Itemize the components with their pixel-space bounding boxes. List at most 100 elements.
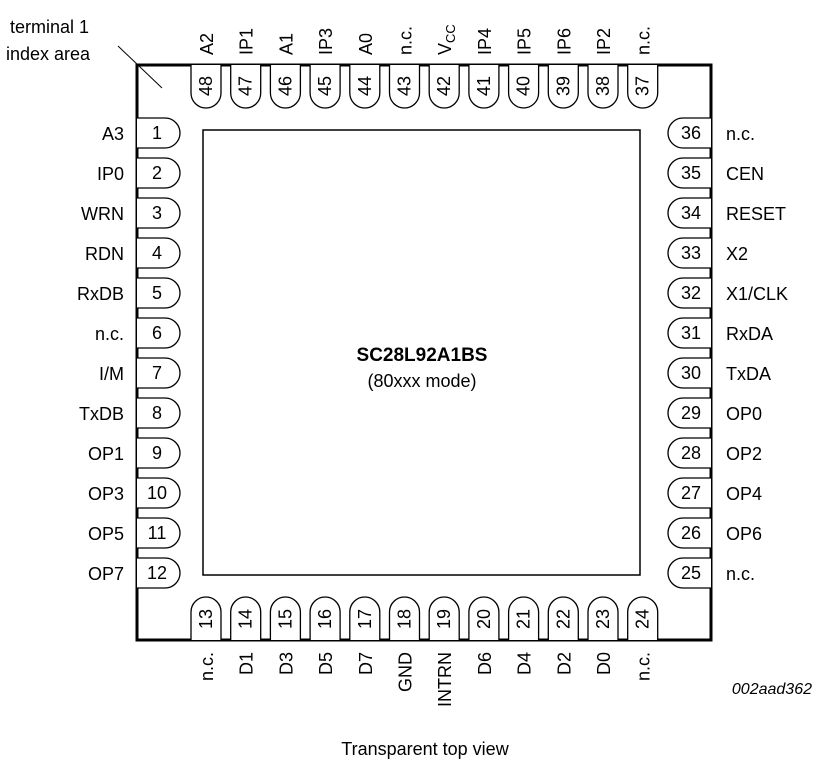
pin-12-pad [137, 557, 181, 589]
pin-46-number: 46 [275, 76, 295, 96]
pin-14-label: D1 [237, 652, 257, 675]
pin-45-pad [309, 65, 341, 109]
pin-21-number: 21 [514, 609, 534, 629]
pin-37-number: 37 [633, 76, 653, 96]
pin-1-pad [137, 117, 181, 149]
package-outline [135, 63, 713, 642]
pin-48-pad [190, 65, 222, 109]
figure-id: 002aad362 [732, 681, 812, 698]
pin-34-pad [667, 197, 711, 229]
pin-10-pad [137, 477, 181, 509]
pin-2-label: IP0 [97, 164, 124, 184]
pin-28-label: OP2 [726, 444, 762, 464]
pin-9-number: 9 [152, 443, 162, 463]
pin-34-label: RESET [726, 204, 786, 224]
pin-12-label: OP7 [88, 564, 124, 584]
pin-40-label: IP5 [515, 28, 535, 55]
pin-17-label: D7 [356, 652, 376, 675]
pin-44-pad [349, 65, 381, 109]
pin-9-label: OP1 [88, 444, 124, 464]
pin-10-label: OP3 [88, 484, 124, 504]
pin-26-pad [667, 517, 711, 549]
pin-37-pad [627, 65, 659, 109]
pin-44-label: A0 [356, 33, 376, 55]
pin-26-number: 26 [681, 523, 701, 543]
pin-41-pad [468, 65, 500, 109]
pin-16-label: D5 [316, 652, 336, 675]
pin-30-label: TxDA [726, 364, 771, 384]
pin-20-pad [468, 596, 500, 640]
pin-34-number: 34 [681, 203, 701, 223]
pin-25-label: n.c. [726, 564, 755, 584]
pin-39-pad [547, 65, 579, 109]
pin-38-pad [587, 65, 619, 109]
pin-35-label: CEN [726, 164, 764, 184]
pin-33-pad [667, 237, 711, 269]
pin-9-pad [137, 437, 181, 469]
pin-6-label: n.c. [95, 324, 124, 344]
pin-38-number: 38 [593, 76, 613, 96]
pin-27-label: OP4 [726, 484, 762, 504]
pin-45-number: 45 [315, 76, 335, 96]
pin-17-pad [349, 596, 381, 640]
pin-43-number: 43 [395, 76, 415, 96]
pin-6-number: 6 [152, 323, 162, 343]
pin-21-pad [507, 596, 540, 640]
pin-26-label: OP6 [726, 524, 762, 544]
chip-name: SC28L92A1BS [357, 345, 488, 366]
pin-39-number: 39 [553, 76, 573, 96]
pin-20-label: D6 [475, 652, 495, 675]
pin-10-number: 10 [147, 483, 167, 503]
pin-16-number: 16 [315, 609, 335, 629]
pin-32-pad [667, 277, 711, 309]
corner-note-line1: terminal 1 [10, 17, 89, 37]
pin-19-pad [428, 596, 460, 640]
pin-27-pad [667, 477, 711, 509]
pin-29-label: OP0 [726, 404, 762, 424]
caption: Transparent top view [341, 739, 509, 759]
pin-43-label: n.c. [396, 26, 416, 55]
pin-44-number: 44 [355, 76, 375, 96]
pin-30-pad [667, 357, 711, 389]
pin-24-pad [627, 596, 659, 640]
pin-42-pad [428, 65, 460, 109]
pin-43-pad [388, 65, 421, 109]
pin-47-label: IP1 [237, 28, 257, 55]
chip-mode: (80xxx mode) [367, 371, 476, 391]
pin-15-pad [269, 596, 302, 640]
die-area [202, 129, 641, 576]
pin-4-number: 4 [152, 243, 162, 263]
pin-7-pad [137, 357, 181, 389]
pin-48-number: 48 [196, 76, 216, 96]
pin-37-label: n.c. [634, 26, 654, 55]
pin-7-label: I/M [99, 364, 124, 384]
pin-47-number: 47 [236, 76, 256, 96]
pin-18-number: 18 [395, 609, 415, 629]
pin-47-pad [230, 65, 262, 109]
pin-33-number: 33 [681, 243, 701, 263]
pin-33-label: X2 [726, 244, 748, 264]
pin-25-pad [667, 557, 711, 589]
pin-31-pad [667, 317, 711, 349]
pin-20-number: 20 [474, 609, 494, 629]
pin-16-pad [309, 596, 341, 640]
pin-11-label: OP5 [88, 524, 124, 544]
pin-32-label: X1/CLK [726, 284, 788, 304]
pin-15-number: 15 [275, 609, 295, 629]
pin-24-number: 24 [633, 609, 653, 629]
pin-28-pad [667, 437, 711, 469]
pin-31-label: RxDA [726, 324, 773, 344]
pin-14-number: 14 [236, 609, 256, 629]
pin-3-label: WRN [81, 204, 124, 224]
pin-42-label: VCC [435, 24, 458, 55]
pin-3-number: 3 [152, 203, 162, 223]
pin-31-number: 31 [681, 323, 701, 343]
corner-leader-line [117, 45, 163, 89]
pin-2-pad [137, 157, 181, 189]
pins-group: 1A32IP03WRN4RDN5RxDB6n.c.7I/M8TxDB9OP110… [77, 24, 788, 707]
corner-note-line2: index area [6, 44, 91, 64]
pin-13-label: n.c. [197, 652, 217, 681]
pin-11-number: 11 [148, 523, 167, 543]
pin-2-number: 2 [152, 163, 162, 183]
pin-18-label: GND [396, 652, 416, 692]
